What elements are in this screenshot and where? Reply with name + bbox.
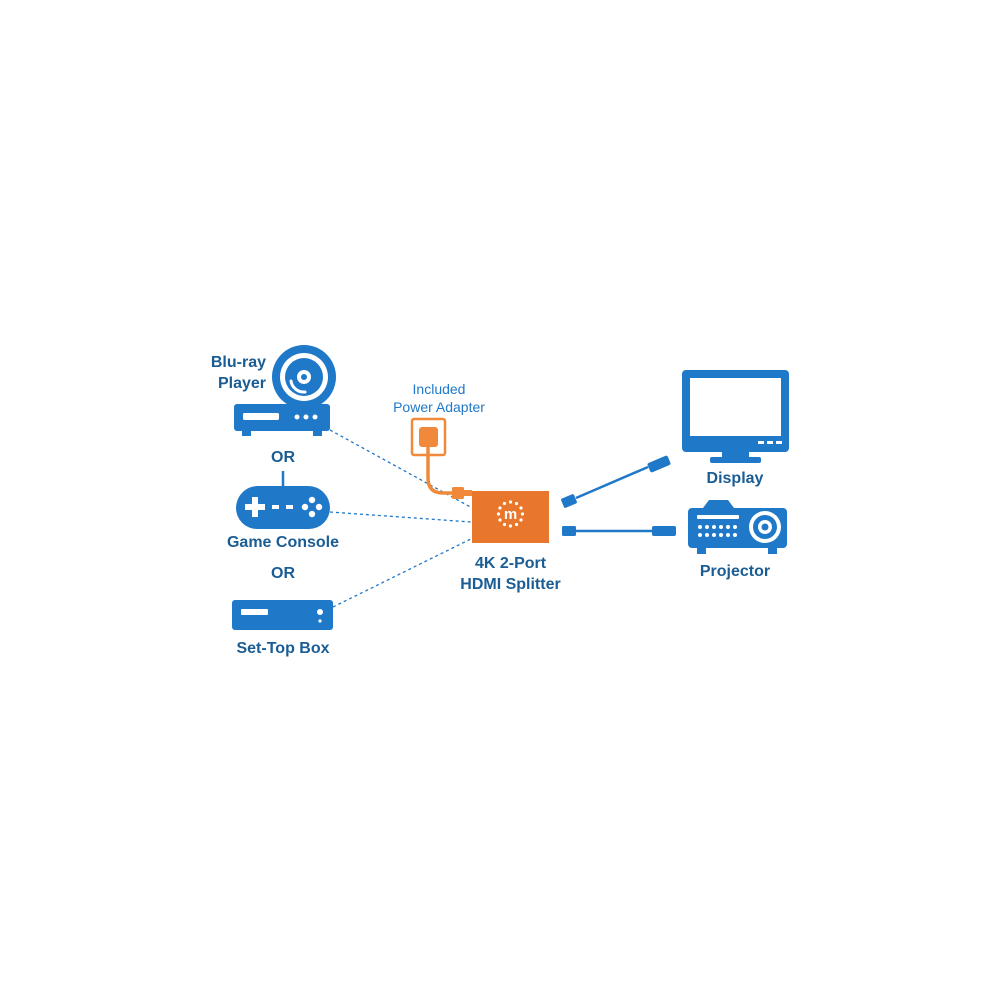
bluray-dashed-line	[329, 429, 486, 516]
power-plug-icon	[410, 417, 472, 499]
set-top-box-icon	[232, 600, 333, 630]
set-top-box-dashed-line	[332, 531, 486, 608]
power-adapter-label-line1: Included	[412, 381, 466, 397]
set-top-box-label: Set-Top Box	[236, 640, 330, 657]
hdmi-cable-to-projector	[562, 526, 676, 536]
projector-icon	[688, 500, 787, 554]
or-label-1: OR	[271, 449, 295, 466]
game-console-dashed-line	[329, 511, 486, 524]
bluray-player-icon	[234, 404, 330, 436]
splitter-logo-letter: m	[504, 506, 517, 523]
splitter-label: 4K 2-Port HDMI Splitter	[440, 553, 581, 595]
bluray-label-line1: Blu-ray	[210, 354, 266, 371]
bluray-label: Blu-ray Player	[211, 352, 266, 394]
monitor-icon	[682, 370, 789, 463]
projector-label: Projector	[699, 563, 771, 580]
hdmi-splitter-icon: m	[472, 491, 549, 543]
gamepad-icon	[236, 471, 330, 529]
disc-icon	[272, 345, 336, 409]
power-adapter-label: Included Power Adapter	[374, 380, 504, 416]
or-label-2: OR	[271, 565, 295, 582]
manhattan-logo-icon: m	[496, 500, 525, 528]
power-adapter-label-line2: Power Adapter	[393, 399, 485, 415]
game-console-label: Game Console	[226, 534, 340, 551]
splitter-label-line2: HDMI Splitter	[460, 576, 561, 593]
display-label: Display	[706, 470, 764, 487]
bluray-label-line2: Player	[217, 375, 266, 392]
splitter-label-line1: 4K 2-Port	[474, 555, 547, 572]
source-connection-lines	[329, 429, 486, 608]
hdmi-cable-to-display	[561, 455, 671, 508]
